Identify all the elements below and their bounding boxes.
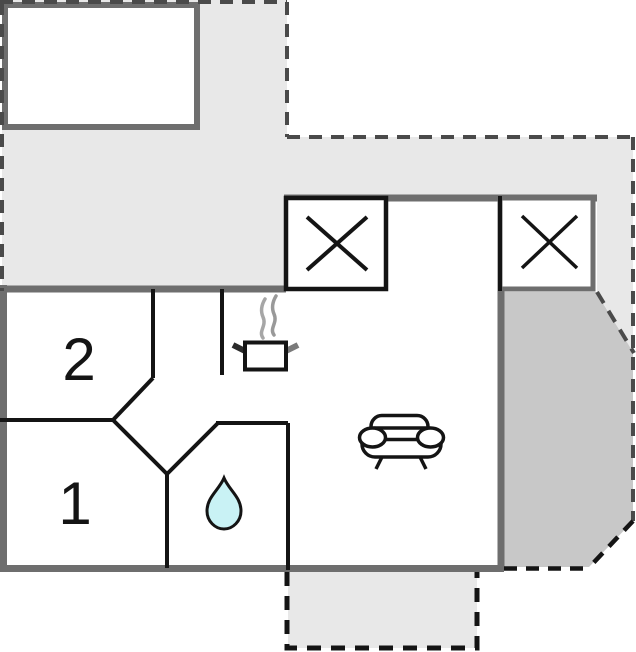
bottom-terrace-area <box>284 571 480 651</box>
steam-icon <box>270 294 278 337</box>
skylight-cross-icon <box>283 195 389 292</box>
steam-icon <box>259 297 267 340</box>
cooking-pot-icon <box>231 294 300 372</box>
skylight-cross-icon <box>497 195 596 292</box>
terrace-dark-area <box>504 292 633 567</box>
sofa-icon <box>357 413 446 470</box>
interior-walls <box>0 289 290 570</box>
water-drop-icon <box>205 474 243 531</box>
annex-outbuilding <box>2 2 200 130</box>
room-label-1: 1 <box>58 470 91 537</box>
room-label-2: 2 <box>62 326 95 393</box>
plot-boundary-dashed <box>0 0 636 571</box>
